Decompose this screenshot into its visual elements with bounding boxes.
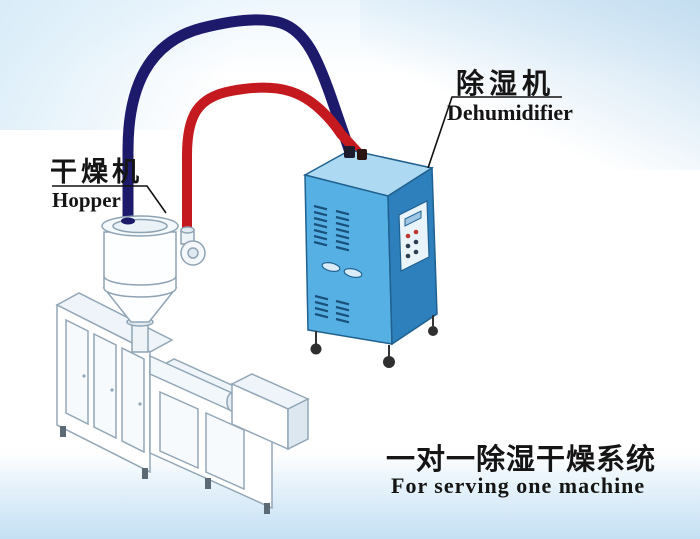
oval-slot [343,268,363,278]
machine-panel [159,390,199,470]
system-caption-zh: 一对一除湿干燥系统 [386,442,657,476]
machine-door-panel [93,332,117,440]
door-handle [110,388,114,392]
dehumidifier-label-en: Dehumidifier [447,100,573,125]
caster-wheels [310,315,438,368]
panel-button [405,233,411,239]
hopper-label-en: Hopper [52,188,121,212]
door-handle [82,374,86,378]
caster-wheel [383,356,395,368]
hopper-label-zh: 干燥机 [50,157,143,188]
extruder-machine [55,292,310,514]
vent-slots-upper [313,204,350,252]
caster-wheel [310,343,322,355]
hopper-dryer [101,215,206,353]
panel-button [413,249,419,255]
return-air-port [121,217,135,225]
label-leader-lines [52,96,562,214]
caster-wheel [428,326,438,336]
door-handle [138,402,142,406]
machine-foot [60,426,66,437]
pipes [122,14,367,240]
return-air-stub [344,146,355,158]
machine-foot [264,503,270,514]
machine-foot [142,468,148,479]
panel-button [405,243,411,249]
dehumidifier-cabinet [302,146,438,368]
system-caption-en: For serving one machine [391,473,646,498]
dehumidifier-label-leader [427,96,562,169]
hopper-band [103,275,177,286]
panel-button [413,239,419,245]
return-air-pipe [122,14,358,232]
machine-door-panel [121,346,145,454]
hopper-body [103,231,177,298]
panel-button [413,229,419,235]
blower-fan-hub [187,247,199,259]
blower-duct-top [180,226,195,234]
cabinet-front-face [304,174,393,345]
hopper-label-leader [52,185,167,214]
hot-air-pipe [182,82,367,240]
machine-door-panel [65,318,89,426]
control-panel-display [404,210,422,227]
dehumidifier-label-zh: 除湿机 [456,67,556,100]
panel-button [405,253,411,259]
vent-slots-lower [314,294,350,324]
machine-foot [205,478,211,489]
die-head-side-face [287,397,309,451]
hot-air-stub [357,149,367,160]
oval-slot [321,262,341,272]
